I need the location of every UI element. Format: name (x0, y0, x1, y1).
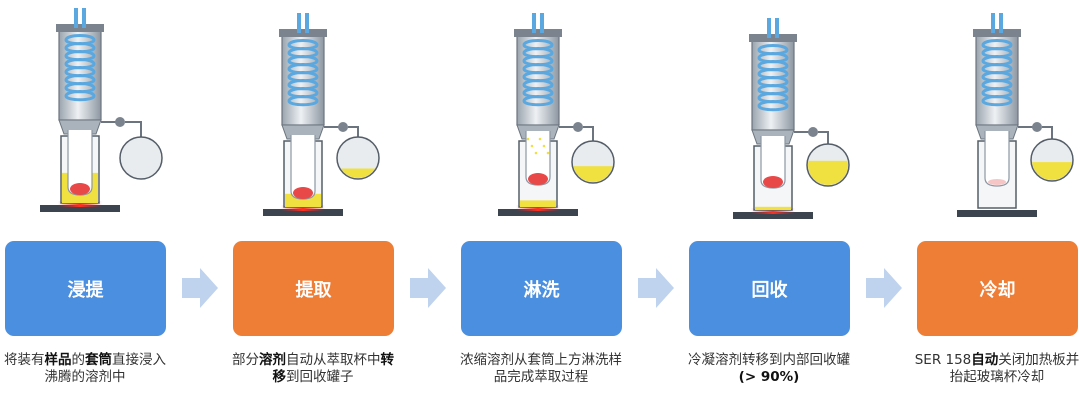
sample (528, 173, 548, 185)
tank-solvent (808, 160, 848, 185)
tank-solvent (338, 168, 378, 178)
valve-icon (1032, 122, 1042, 132)
description-text: 直接浸入沸腾的溶剂中 (44, 352, 167, 385)
sample (988, 179, 1006, 185)
solvent-drop (534, 151, 538, 155)
heat-glow (751, 208, 795, 214)
column-cap (279, 29, 327, 37)
description-emphasis: (> 90%) (738, 369, 800, 385)
column-cap (749, 34, 797, 42)
description-text: 浓缩溶剂从套筒上方淋洗样品完成萃取过程 (460, 352, 622, 385)
description-text: 部分 (232, 352, 259, 368)
sample (763, 176, 783, 188)
hot-plate (263, 209, 343, 216)
coolant-pipe (999, 13, 1003, 33)
step-description-1: 将装有样品的套筒直接浸入沸腾的溶剂中 (0, 352, 170, 386)
description-emphasis: 溶剂 (259, 352, 286, 368)
description-emphasis: 转移 (272, 352, 395, 385)
apparatus-1 (40, 8, 163, 212)
apparatus-2 (263, 13, 380, 216)
apparatus-3 (498, 13, 615, 216)
description-emphasis: 样品 (44, 352, 72, 368)
step-description-5: SER 158自动关闭加热板并抬起玻璃杯冷却 (912, 352, 1080, 386)
condenser-coil (981, 39, 1013, 107)
tank-solvent (1032, 162, 1072, 180)
solvent-drop (546, 151, 550, 155)
flow-arrow-icon (410, 268, 446, 308)
hot-plate (498, 209, 578, 216)
transfer-line (125, 121, 142, 137)
step-box-3: 淋洗 (461, 241, 622, 336)
hot-plate (957, 210, 1037, 217)
step-description-3: 浓缩溶剂从套筒上方淋洗样品完成萃取过程 (456, 352, 626, 386)
thimble (984, 131, 1010, 187)
transfer-line (583, 126, 594, 141)
coolant-pipe (991, 13, 995, 33)
condenser-coil (522, 39, 554, 107)
heat-glow (281, 205, 325, 211)
description-text: 冷凝溶剂转移到内部回收罐 (688, 352, 850, 368)
flow-arrow-icon (866, 268, 902, 308)
solvent-drop (526, 137, 530, 141)
apparatus-5 (957, 13, 1074, 217)
coolant-pipe (540, 13, 544, 33)
coolant-pipe (305, 13, 309, 33)
solvent-drop (538, 137, 542, 141)
condenser-coil (64, 34, 96, 102)
condenser-coil (757, 44, 789, 112)
extraction-process-illustration (40, 8, 1074, 219)
step-description-4: 冷凝溶剂转移到内部回收罐(> 90%) (684, 352, 854, 386)
flow-arrow-icon (182, 268, 218, 308)
step-label: 回收 (751, 279, 788, 301)
coolant-pipe (775, 18, 779, 38)
valve-icon (338, 122, 348, 132)
step-box-2: 提取 (233, 241, 394, 336)
cup-solvent (755, 206, 791, 210)
valve-icon (115, 117, 125, 127)
transfer-line (348, 126, 359, 137)
step-label: 淋洗 (523, 279, 560, 301)
recovery-tank (119, 136, 163, 180)
step-box-5: 冷却 (917, 241, 1078, 336)
coolant-pipe (82, 8, 86, 28)
description-text: SER 158 (914, 352, 972, 368)
heat-glow (58, 201, 102, 207)
description-text: 将装有 (4, 352, 45, 368)
condenser-coil (287, 39, 319, 107)
step-box-1: 浸提 (5, 241, 166, 336)
description-text: 到回收罐子 (286, 369, 354, 385)
sample (70, 183, 90, 195)
step-box-4: 回收 (689, 241, 850, 336)
sample (293, 187, 313, 199)
step-label: 提取 (295, 279, 332, 301)
step-label: 冷却 (979, 279, 1016, 301)
step-label: 浸提 (67, 279, 104, 301)
coolant-pipe (297, 13, 301, 33)
column-cap (514, 29, 562, 37)
column-cap (56, 24, 104, 32)
solvent-drop (542, 144, 546, 148)
coolant-pipe (532, 13, 536, 33)
description-emphasis: 自动 (971, 352, 999, 368)
tank-solvent (573, 166, 613, 182)
coolant-pipe (767, 18, 771, 38)
description-text: 关闭加热板并抬起玻璃杯冷却 (949, 352, 1080, 385)
description-text: 的 (71, 352, 86, 368)
valve-icon (573, 122, 583, 132)
cup-solvent (520, 200, 556, 207)
hot-plate (733, 212, 813, 219)
description-text: 自动从萃取杯中 (286, 352, 381, 368)
solvent-drop (530, 144, 534, 148)
transfer-line (1042, 126, 1053, 139)
description-emphasis: 套筒 (85, 352, 112, 368)
valve-icon (808, 127, 818, 137)
transfer-line (818, 131, 829, 144)
flow-arrow-icon (638, 268, 674, 308)
column-cap (973, 29, 1021, 37)
coolant-pipe (74, 8, 78, 28)
heat-glow (516, 205, 560, 211)
step-description-2: 部分溶剂自动从萃取杯中转移到回收罐子 (228, 352, 398, 386)
apparatus-4 (733, 18, 850, 219)
hot-plate (40, 205, 120, 212)
